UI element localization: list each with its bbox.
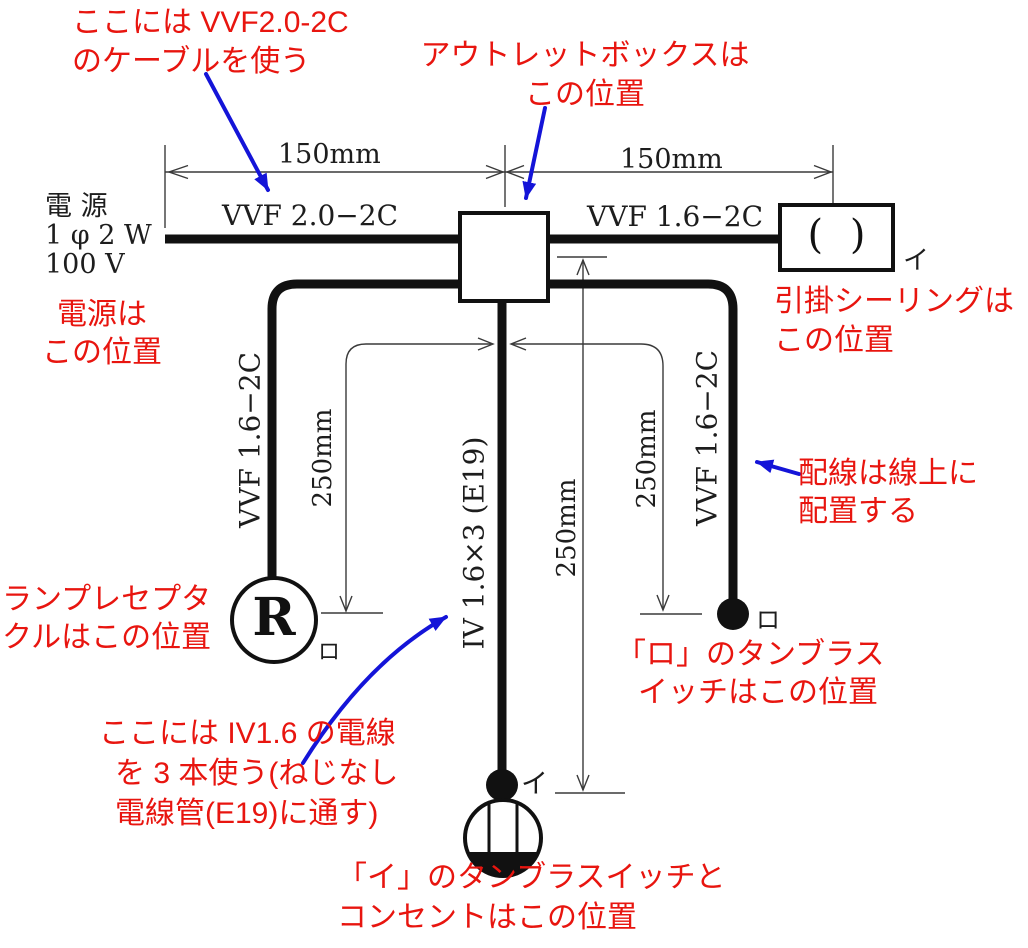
center-arrow-down [576, 774, 590, 792]
annotation-arrows [204, 72, 801, 765]
leader-right-arrow-down [656, 594, 670, 612]
dimension-label-150-right: 150mm [620, 144, 723, 175]
receptacle-letter: R [252, 586, 296, 648]
annotation-ceiling-line2: この位置 [774, 324, 894, 357]
dimension-label-250-right: 250mm [632, 409, 662, 509]
annotation-receptacle-line2: クルはこの位置 [2, 621, 212, 654]
annotation-switch-ro: 「ロ」のタンブラス イッチはこの位置 [616, 636, 885, 712]
tag-switch-ro: ロ [756, 606, 780, 634]
center-arrow-up [576, 258, 590, 276]
annotation-outlet-box-line1: アウトレットボックスは [420, 39, 750, 72]
annotation-wiring-line2: 配置する [798, 495, 918, 528]
annotation-switch-i-line1: 「イ」のタンブラスイッチと [337, 861, 726, 894]
power-source-line2: 1 φ 2 W [45, 220, 152, 251]
rosette-glyph: ( ) [807, 211, 866, 258]
tag-receptacle-ro: ロ [318, 640, 341, 665]
tag-rosette-i: イ [903, 246, 930, 276]
leader-right-arrow-left [509, 337, 527, 351]
annotation-ceiling: 引掛シーリングは この位置 [774, 282, 1014, 360]
outlet-symbol [463, 798, 543, 878]
conduit-label-iv16: IV 1.6×3 (E19) [457, 436, 491, 650]
annotation-vvf20-line2: のケーブルを使う [72, 45, 311, 78]
dimension-label-150-left: 150mm [278, 139, 381, 170]
power-source-line3: 100 V [45, 249, 125, 280]
annotation-iv-wire-line3: 電線管(E19)に通す) [115, 797, 379, 830]
annotation-iv-wire: ここには IV1.6 の電線 を 3 本使う(ねじなし 電線管(E19)に通す) [99, 714, 398, 834]
arrow-right2 [813, 164, 833, 180]
power-source-line1: 電 源 [45, 191, 108, 222]
arrow-to-outlet-box [522, 106, 547, 200]
annotation-power: 電源は この位置 [18, 296, 186, 372]
leader-left-250 [345, 343, 491, 610]
annotation-receptacle: ランプレセプタ クルはこの位置 [2, 581, 211, 657]
cable-to-receptacle [267, 279, 460, 580]
annotation-vvf20-line1: ここには VVF2.0-2C [72, 6, 349, 39]
arrow-left [166, 164, 189, 180]
arrow-to-conduit [301, 615, 448, 765]
dimension-label-250-left: 250mm [308, 408, 338, 508]
annotation-switch-i-line2: コンセントはこの位置 [337, 901, 637, 934]
cable-label-vvf16-right: VVF 1.6−2C [690, 350, 724, 526]
lamp-receptacle-symbol: R [230, 576, 318, 664]
cable-label-vvf16-left: VVF 1.6−2C [233, 352, 267, 528]
annotation-outlet-box-line2: この位置 [525, 78, 645, 111]
annotation-iv-wire-line2: を 3 本使う(ねじなし [115, 757, 399, 790]
annotation-outlet-box: アウトレットボックスは この位置 [420, 36, 750, 114]
leader-left-arrow-down [339, 595, 353, 613]
leader-right-250 [512, 343, 664, 609]
arrow-left2 [505, 164, 525, 180]
ceiling-rosette-symbol: ( ) [778, 203, 895, 272]
annotation-power-line2: この位置 [42, 336, 162, 369]
arrow-right [485, 164, 505, 180]
dimension-label-250-center: 250mm [552, 478, 582, 578]
cable-label-vvf20: VVF 2.0−2C [222, 199, 398, 232]
annotation-switch-i: 「イ」のタンブラスイッチと コンセントはこの位置 [337, 858, 726, 938]
cable-label-vvf16-top: VVF 1.6−2C [587, 200, 763, 233]
annotation-iv-wire-line1: ここには IV1.6 の電線 [99, 717, 396, 750]
cables [165, 234, 780, 770]
arrow-to-wiring-line [755, 459, 801, 476]
annotation-switch-ro-line1: 「ロ」のタンブラス [616, 638, 885, 671]
cable-to-switch-ro [548, 279, 738, 599]
arrow-to-vvf20-cable [204, 72, 270, 192]
annotation-receptacle-line1: ランプレセプタ [2, 583, 212, 616]
annotation-ceiling-line1: 引掛シーリングは [774, 285, 1014, 318]
outlet-box-symbol [458, 211, 550, 303]
switch-ro-symbol [717, 598, 749, 630]
leader-left-arrow-right [477, 337, 495, 351]
annotation-wiring-line1: 配線は線上に [798, 457, 978, 490]
annotation-switch-ro-line2: イッチはこの位置 [638, 676, 878, 709]
annotation-power-line1: 電源は [57, 298, 147, 331]
switch-i-symbol [486, 769, 518, 801]
power-source-label: 電 源 1 φ 2 W 100 V [45, 192, 152, 279]
annotation-wiring: 配線は線上に 配置する [798, 455, 978, 531]
annotation-vvf20-cable: ここには VVF2.0-2C のケーブルを使う [72, 3, 349, 81]
tag-switch-i: イ [521, 769, 548, 800]
dimension-lines [164, 145, 834, 794]
